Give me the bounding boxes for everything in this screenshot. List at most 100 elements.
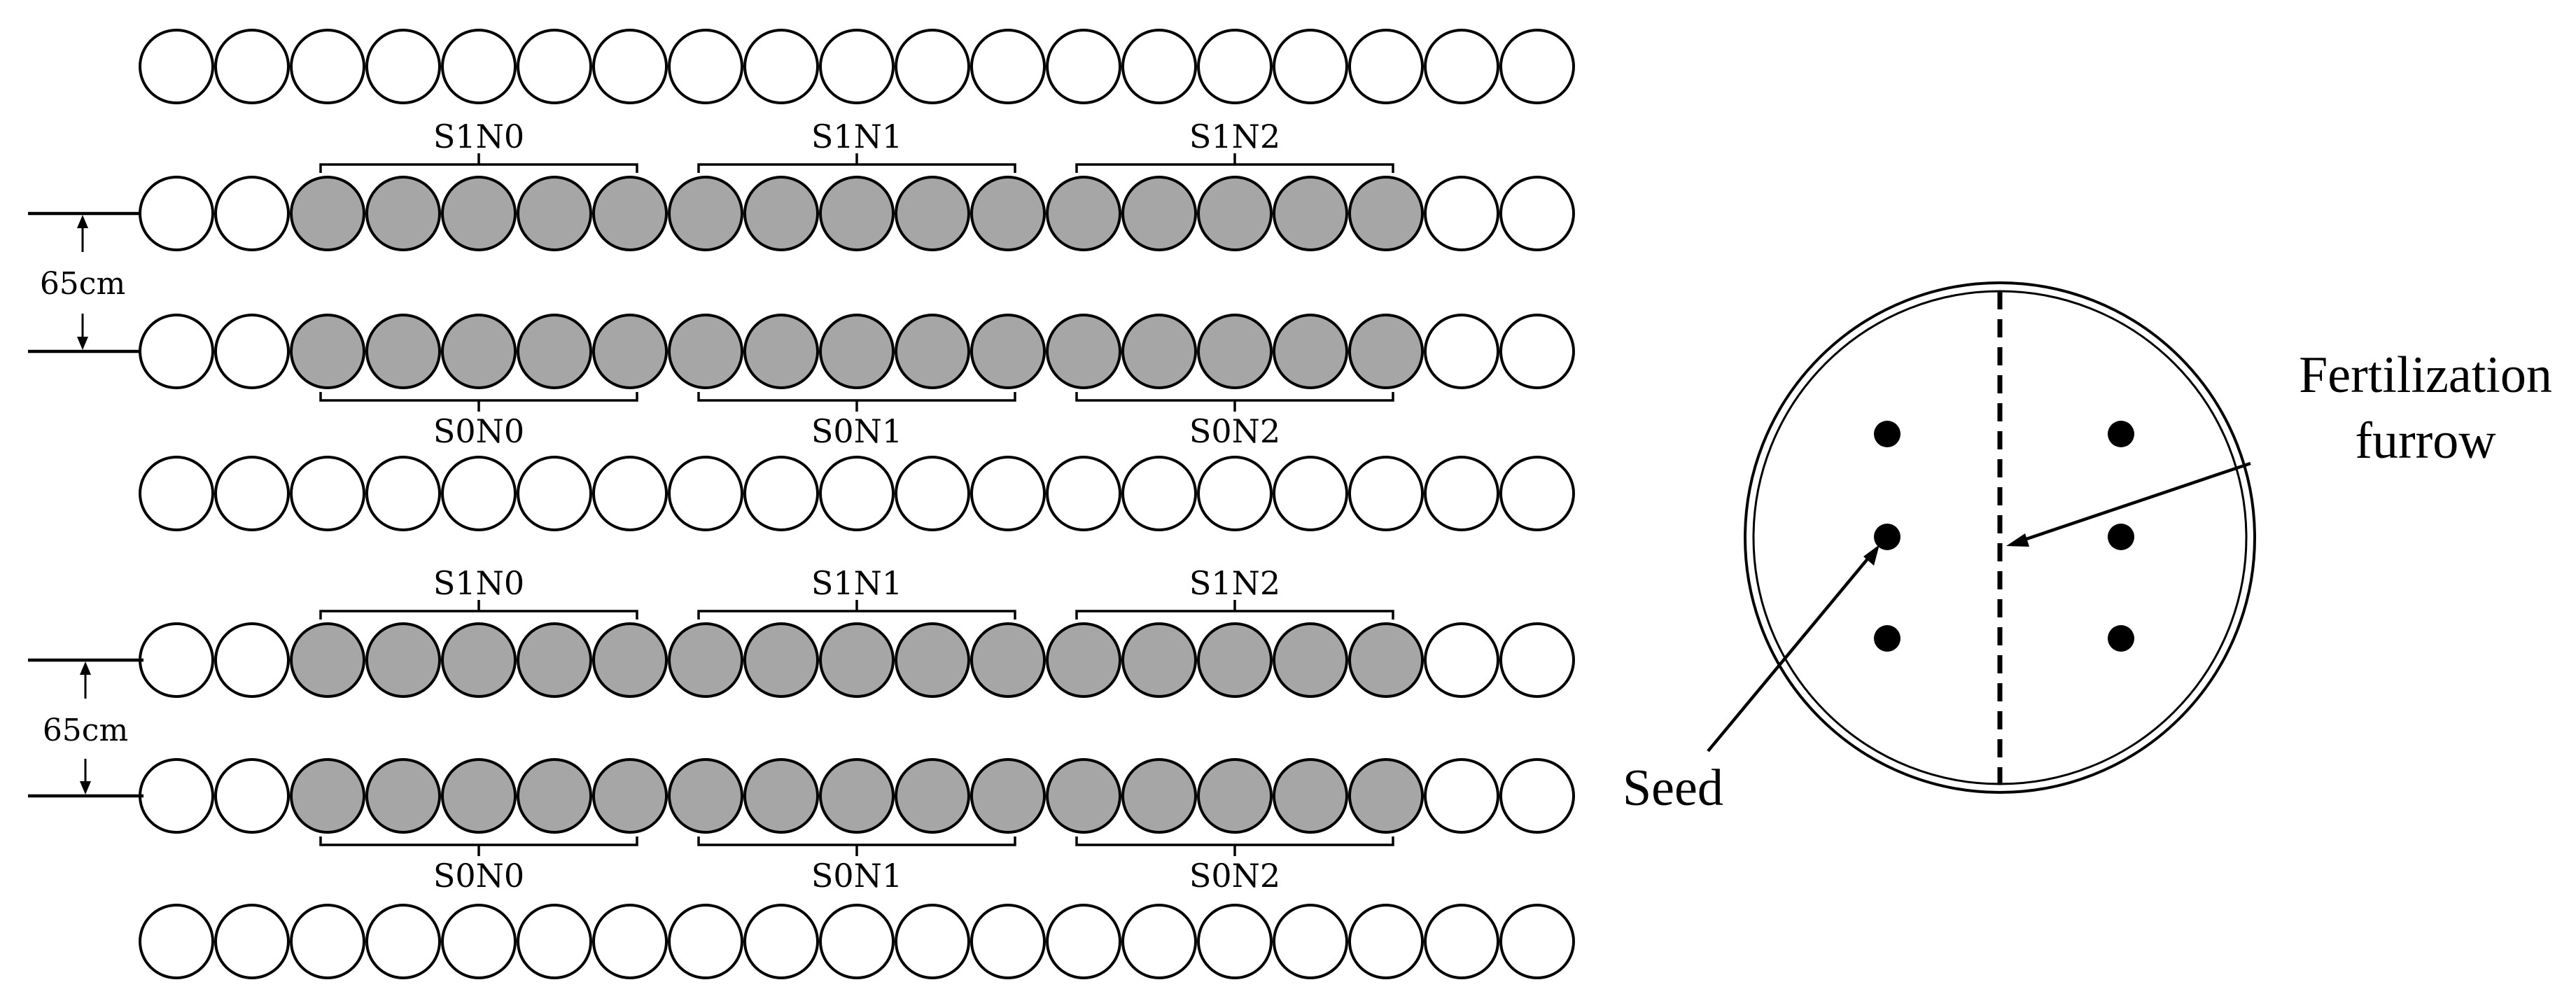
hole-outer-ring (1744, 281, 2256, 794)
furrow-pointer-line (2015, 461, 2251, 545)
seed-dot (2108, 625, 2134, 652)
border-plant-hole (214, 456, 290, 531)
border-plant-hole (1197, 904, 1273, 979)
border-plant-hole (1499, 314, 1575, 389)
treated-plant-hole (743, 758, 819, 834)
border-plant-hole (1499, 758, 1575, 834)
border-plant-hole (1499, 904, 1575, 979)
border-plant-hole (139, 904, 214, 979)
treated-plant-hole (290, 622, 365, 698)
treatment-label: S1N2 (1189, 118, 1280, 155)
border-plant-hole (139, 456, 214, 531)
border-plant-hole (970, 904, 1046, 979)
border-plant-hole (441, 29, 517, 104)
border-plant-hole (1273, 29, 1348, 104)
treated-plant-hole (441, 176, 517, 251)
border-plant-hole (214, 758, 290, 834)
treatment-bracket (319, 600, 638, 620)
treatment-label: S0N1 (811, 412, 902, 450)
border-plant-hole (743, 904, 819, 979)
treated-plant-hole (1121, 758, 1197, 834)
treatment-label: S1N1 (811, 564, 902, 602)
border-plant-hole (895, 29, 970, 104)
border-plant-hole (743, 456, 819, 531)
border-plant-hole (214, 29, 290, 104)
treated-plant-hole (668, 622, 743, 698)
treatment-bracket (1075, 836, 1394, 856)
treatment-bracket (697, 600, 1016, 620)
border-plant-hole (365, 29, 441, 104)
border-plant-hole (1197, 456, 1273, 531)
plot-rows (139, 29, 1575, 979)
arrow-up-icon (80, 662, 91, 675)
border-plant-hole (819, 904, 895, 979)
treatment-label: S1N0 (433, 118, 524, 155)
border-plant-hole (743, 29, 819, 104)
border-plant-hole (1499, 29, 1575, 104)
border-plant-hole (592, 456, 668, 531)
treated-plant-hole (819, 622, 895, 698)
border-plant-hole (1273, 456, 1348, 531)
treatment-label: S1N0 (433, 564, 524, 602)
treatment-label: S0N1 (811, 857, 902, 895)
border-plant-hole (668, 904, 743, 979)
treated-plant-hole (1046, 314, 1121, 389)
furrow-label-line2: furrow (2355, 412, 2496, 470)
planting-hole-detail: Fertilization furrow Seed (1623, 281, 2552, 817)
border-plant-hole (970, 456, 1046, 531)
treated-plant-hole (1273, 176, 1348, 251)
treated-plant-hole (441, 758, 517, 834)
arrow-down-icon (77, 337, 88, 350)
border-plant-hole (1121, 29, 1197, 104)
treated-plant-hole (517, 176, 592, 251)
treated-plant-hole (1046, 622, 1121, 698)
treatment-label: S1N1 (811, 118, 902, 155)
treated-plant-hole (970, 622, 1046, 698)
border-plant-hole (1121, 904, 1197, 979)
treated-plant-hole (1273, 622, 1348, 698)
border-plant-hole (1046, 904, 1121, 979)
treated-plant-hole (1121, 622, 1197, 698)
seed-dot (1874, 524, 1900, 550)
treated-plant-hole (517, 758, 592, 834)
treated-plant-hole (668, 758, 743, 834)
border-plant-hole (1499, 456, 1575, 531)
border-plant-hole (592, 904, 668, 979)
furrow-arrowhead-icon (2006, 533, 2029, 547)
border-plant-hole (139, 176, 214, 251)
treatment-bracket (697, 836, 1016, 856)
treated-plant-hole (1348, 758, 1424, 834)
border-plant-hole (668, 456, 743, 531)
seed-pointer-line (1707, 552, 1874, 752)
border-plant-hole (517, 904, 592, 979)
seed-dot (2108, 524, 2134, 550)
treatment-bracket (697, 153, 1016, 173)
treated-plant-hole (895, 176, 970, 251)
border-plant-hole (1499, 622, 1575, 698)
treated-plant-hole (441, 622, 517, 698)
treated-plant-hole (517, 314, 592, 389)
border-plant-hole (1121, 456, 1197, 531)
border-plant-hole (1348, 29, 1424, 104)
border-plant-hole (1424, 758, 1499, 834)
border-plant-hole (441, 456, 517, 531)
row-spacing-label: 65cm (40, 266, 125, 302)
treatment-label: S1N2 (1189, 564, 1280, 602)
border-plant-hole (1273, 904, 1348, 979)
border-plant-hole (214, 904, 290, 979)
border-plant-hole (895, 904, 970, 979)
treated-plant-hole (895, 314, 970, 389)
treated-plant-hole (365, 176, 441, 251)
border-plant-hole (290, 29, 365, 104)
seed-dot (1874, 625, 1900, 652)
border-plant-hole (819, 456, 895, 531)
border-plant-hole (517, 456, 592, 531)
treated-plant-hole (1046, 758, 1121, 834)
border-plant-hole (290, 904, 365, 979)
treated-plant-hole (290, 758, 365, 834)
border-plant-hole (1424, 176, 1499, 251)
treated-plant-hole (592, 622, 668, 698)
border-plant-hole (139, 758, 214, 834)
border-plant-hole (139, 29, 214, 104)
